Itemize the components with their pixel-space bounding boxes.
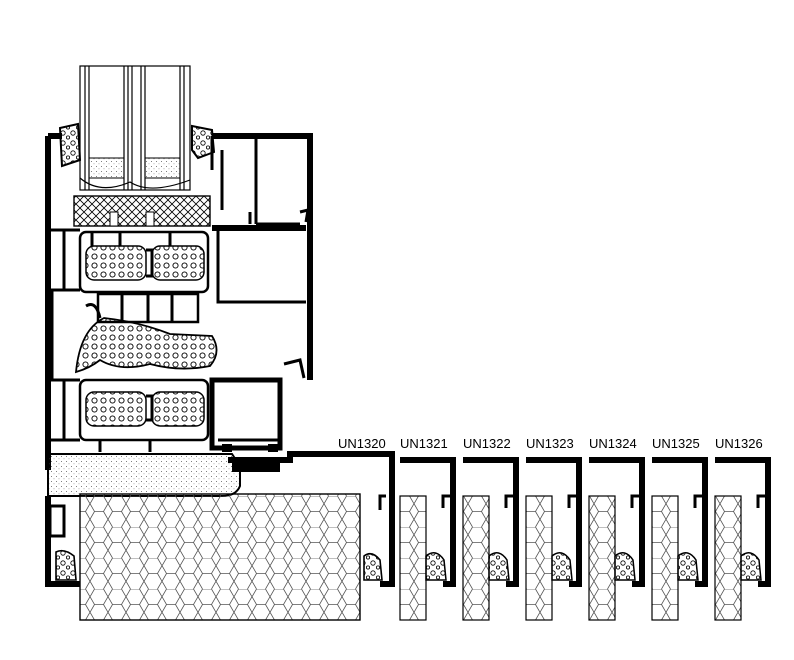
profile-series: [399, 457, 771, 621]
glazing-gasket-right: [191, 124, 216, 160]
label-un1325: UN1325: [652, 436, 700, 451]
extension-profile-main: [363, 451, 395, 587]
profile-section: [714, 457, 771, 621]
central-chambers: [96, 292, 200, 324]
sash-frame-upper: [45, 133, 313, 380]
setting-block: [73, 195, 211, 227]
profile-section: [462, 457, 519, 621]
profile-section: [651, 457, 708, 621]
profile-labels: UN1320 UN1321 UN1322 UN1323 UN1324 UN132…: [338, 436, 763, 451]
main-insulation-panel: [79, 493, 361, 621]
insulation-insert: [74, 303, 218, 374]
profile-section: [525, 457, 582, 621]
profile-section: [588, 457, 645, 621]
label-un1320: UN1320: [338, 436, 386, 451]
label-un1322: UN1322: [463, 436, 511, 451]
profile-section: [399, 457, 456, 621]
label-un1321: UN1321: [400, 436, 448, 451]
label-un1326: UN1326: [715, 436, 763, 451]
glazing-gasket-left: [58, 122, 82, 168]
thermal-break-upper: [78, 230, 210, 294]
sill-track: [47, 451, 388, 497]
glass-panes: [79, 65, 191, 191]
outer-frame-left: [45, 228, 80, 470]
frame-foot-left: [45, 496, 80, 587]
label-un1324: UN1324: [589, 436, 637, 451]
frame-lower-inner: [209, 358, 306, 452]
label-un1323: UN1323: [526, 436, 574, 451]
thermal-break-lower: [78, 378, 210, 452]
